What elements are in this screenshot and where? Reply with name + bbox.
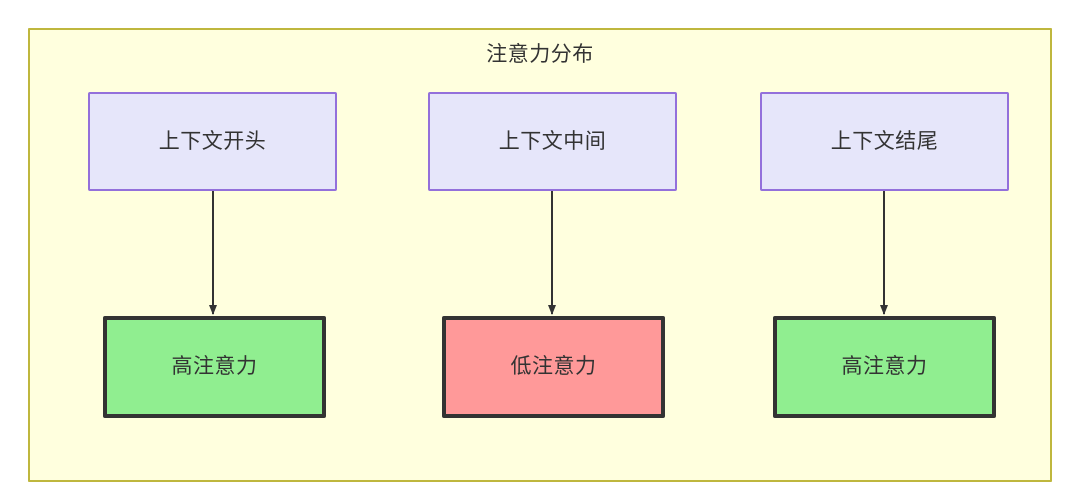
cluster-title: 注意力分布: [486, 43, 594, 66]
node-ctx-end[interactable]: 上下文结尾: [760, 92, 1009, 191]
node-ctx-middle[interactable]: 上下文中间: [428, 92, 677, 191]
node-attn-low-middle[interactable]: 低注意力: [442, 316, 665, 418]
node-ctx-start[interactable]: 上下文开头: [88, 92, 337, 191]
node-attn-high-end[interactable]: 高注意力: [773, 316, 996, 418]
node-attn-high-start[interactable]: 高注意力: [103, 316, 326, 418]
